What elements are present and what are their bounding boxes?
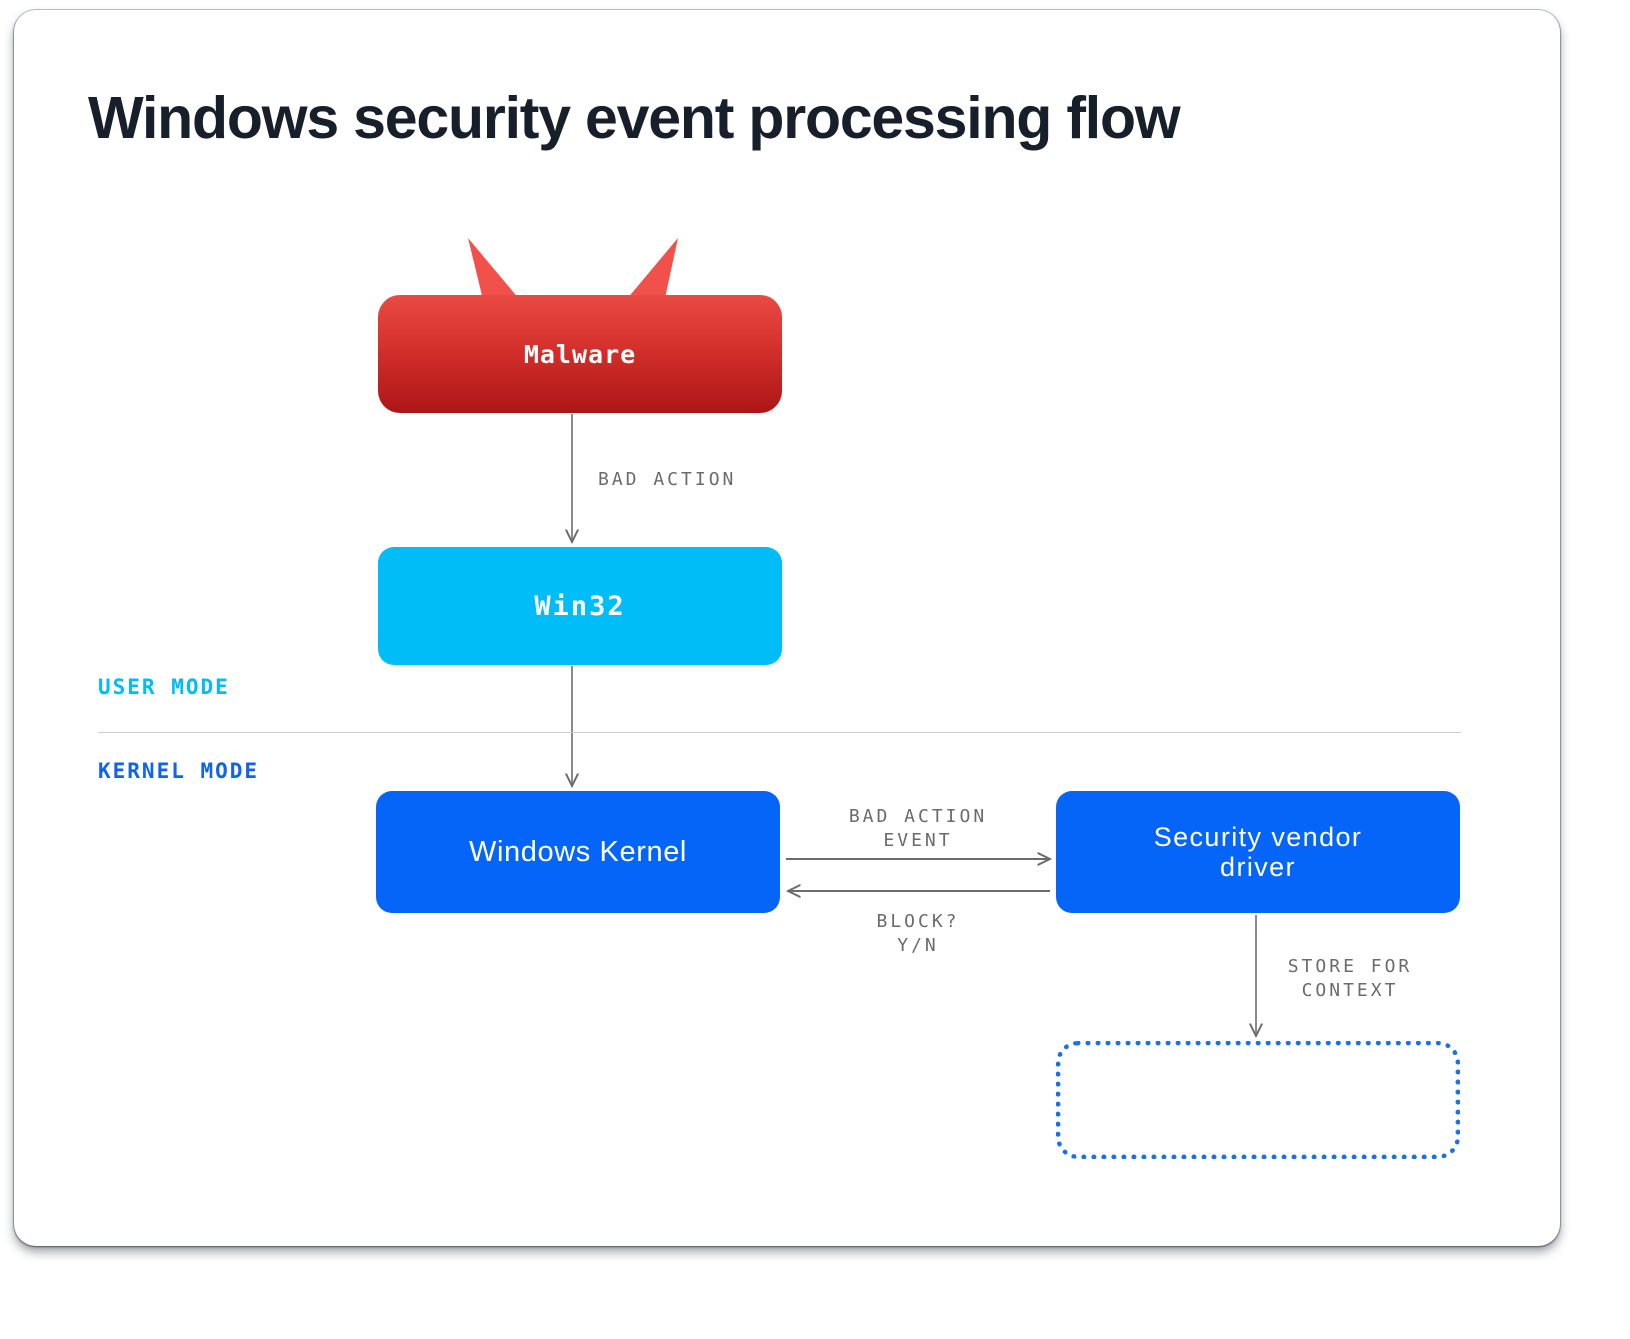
edge-label-bad-action-event: BAD ACTION EVENT <box>848 806 988 852</box>
zone-label-user-mode: USER MODE <box>98 675 230 699</box>
node-win32[interactable]: Win32 <box>378 547 782 665</box>
edge-label-block-yn: BLOCK? Y/N <box>876 911 960 957</box>
node-malware-label: Malware <box>523 339 637 369</box>
node-win32-label: Win32 <box>534 590 626 622</box>
mode-divider <box>98 732 1461 733</box>
node-security-vendor-driver[interactable]: Security vendor driver <box>1056 791 1460 913</box>
malware-spikes-icon <box>468 238 678 312</box>
node-windows-kernel-label: Windows Kernel <box>469 835 687 868</box>
node-store-context-box[interactable] <box>1056 1041 1460 1159</box>
zone-label-kernel-mode: KERNEL MODE <box>98 759 260 783</box>
edge-label-bad-action: BAD ACTION <box>598 469 737 490</box>
node-windows-kernel[interactable]: Windows Kernel <box>376 791 780 913</box>
node-security-vendor-driver-label: Security vendor driver <box>1153 821 1363 882</box>
page-title: Windows security event processing flow <box>88 85 1181 151</box>
edge-label-store-for-context: STORE FOR CONTEXT <box>1287 956 1413 1002</box>
diagram-card <box>14 10 1560 1246</box>
node-malware[interactable]: Malware <box>378 295 782 413</box>
